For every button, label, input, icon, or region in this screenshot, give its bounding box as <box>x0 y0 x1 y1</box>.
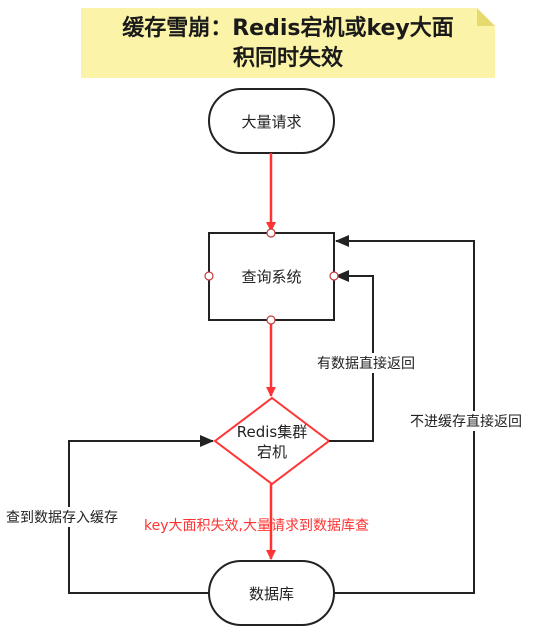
query-system-node <box>208 232 335 321</box>
edge-label-expire: key大面积失效,大量请求到数据库查 <box>144 518 369 534</box>
connector-point-query-left <box>204 271 214 281</box>
edge-label-hit-return: 有数据直接返回 <box>317 353 415 373</box>
query-system-label: 查询系统 <box>241 268 302 286</box>
start-node-label: 大量请求 <box>241 113 302 131</box>
diagram-title: 缓存雪崩：Redis宕机或key大面 积同时失效 <box>81 14 495 74</box>
redis-label-line-1: Redis集群 <box>236 423 308 441</box>
connector-point-query-bottom <box>266 315 276 325</box>
note-fold <box>477 8 495 26</box>
title-line-2: 积同时失效 <box>232 46 343 71</box>
edge-label-write-cache: 查到数据存入缓存 <box>6 507 118 527</box>
connector-point-query-right <box>329 271 339 281</box>
title-line-1: 缓存雪崩：Redis宕机或key大面 <box>122 16 454 41</box>
connector-point-query-top <box>266 228 276 238</box>
database-label: 数据库 <box>248 585 294 603</box>
redis-label-line-2: 宕机 <box>256 443 287 461</box>
edge-label-no-cache-return: 不进缓存直接返回 <box>410 411 522 431</box>
redis-cluster-label: Redis集群 宕机 <box>215 422 329 462</box>
title-note: 缓存雪崩：Redis宕机或key大面 积同时失效 <box>81 8 495 78</box>
